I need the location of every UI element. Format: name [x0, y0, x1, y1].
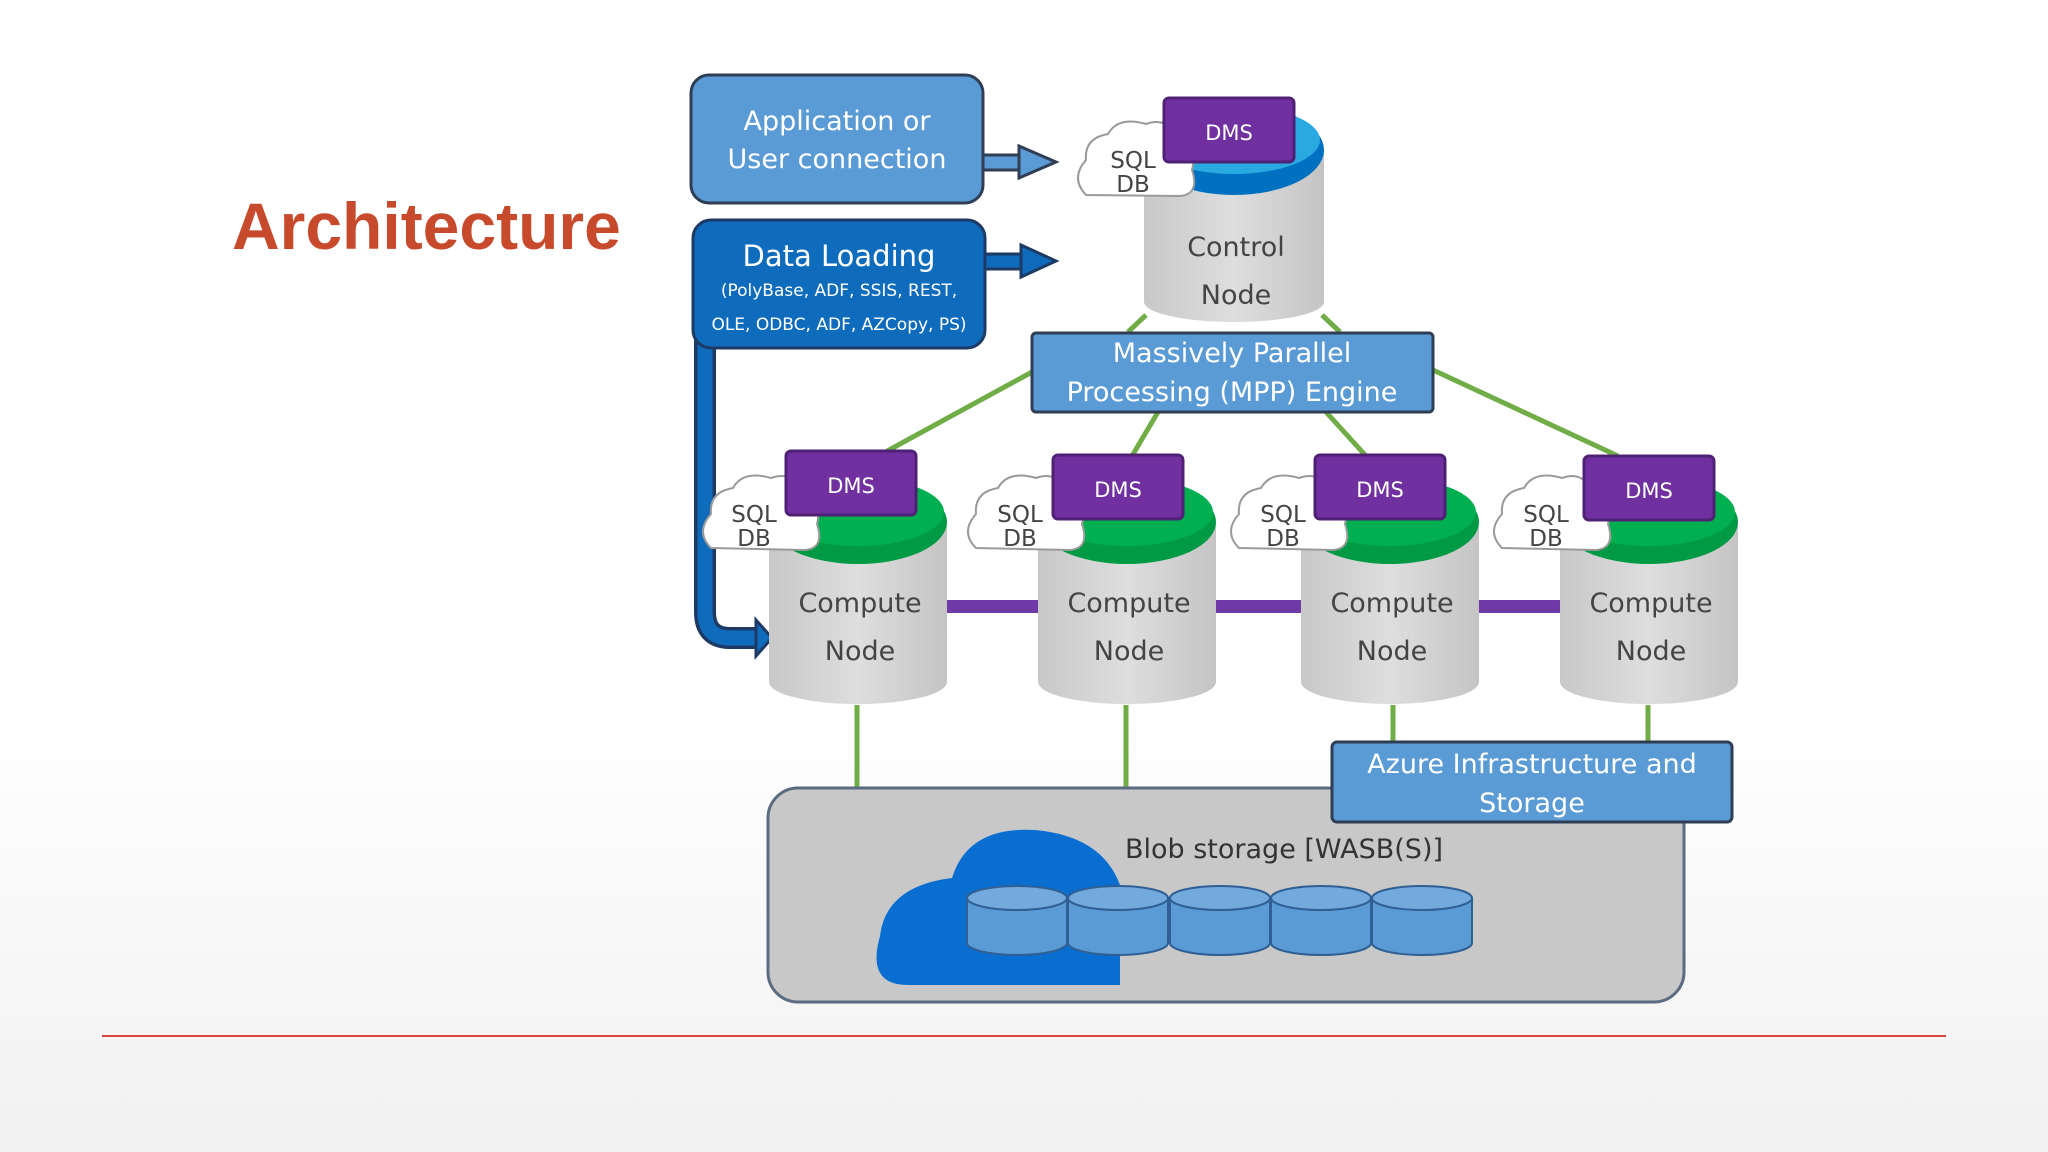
compute-node-3-dms-label: DMS: [1356, 478, 1404, 502]
azure-infra-line1: Azure Infrastructure and: [1367, 749, 1697, 780]
control-to-mpp-left-line: [1126, 313, 1148, 334]
mpp-engine-line2: Processing (MPP) Engine: [1067, 377, 1398, 408]
compute-node-3-line1: Compute: [1330, 588, 1453, 619]
control-sql-label: SQL: [1110, 148, 1156, 174]
footer-divider: [102, 1035, 1946, 1037]
control-dms-label: DMS: [1205, 121, 1253, 145]
compute-node-1-dms-label: DMS: [827, 474, 875, 498]
compute-node-3-db-label: DB: [1266, 526, 1300, 552]
compute-node-3: Compute Node SQL DB DMS: [1230, 453, 1479, 704]
compute-node-4-sql-label: SQL: [1523, 502, 1569, 528]
app-connection-line2: User connection: [728, 144, 947, 175]
compute-node-3-sql-label: SQL: [1260, 502, 1306, 528]
mpp-to-compute-3-line: [1324, 410, 1368, 458]
compute-node-3-line2: Node: [1357, 636, 1427, 667]
compute-node-4-db-label: DB: [1529, 526, 1563, 552]
blob-disk-1: [966, 885, 1068, 956]
compute-node-1-line1: Compute: [798, 588, 921, 619]
blob-disk-5: [1371, 885, 1473, 956]
compute-node-1-dms-badge: DMS: [784, 449, 918, 517]
compute-node-1-line2: Node: [825, 636, 895, 667]
blob-disk-3: [1169, 885, 1271, 956]
app-connection-box: Application or User connection: [689, 73, 985, 205]
mpp-to-compute-2-line: [1129, 410, 1161, 458]
compute-node-2-line1: Compute: [1067, 588, 1190, 619]
data-loading-to-control-arrow: [983, 242, 1060, 280]
slide-title: Architecture: [232, 189, 621, 263]
mpp-to-compute-4-line: [1431, 367, 1620, 459]
compute-node-2-dms-label: DMS: [1094, 478, 1142, 502]
data-loading-title: Data Loading: [743, 239, 936, 273]
control-node: Control Node SQL DB DMS: [1077, 96, 1324, 322]
blob-disk-4: [1270, 885, 1372, 956]
mpp-engine-line1: Massively Parallel: [1113, 338, 1352, 369]
compute-node-4-line1: Compute: [1589, 588, 1712, 619]
data-loading-detail-line2: OLE, ODBC, ADF, AZCopy, PS): [711, 315, 966, 335]
compute-node-4-dms-badge: DMS: [1582, 454, 1716, 522]
compute-node-3-dms-badge: DMS: [1313, 453, 1447, 521]
compute-node-4-line2: Node: [1616, 636, 1686, 667]
blob-disk-2: [1067, 885, 1169, 956]
azure-infra-line2: Storage: [1479, 788, 1585, 819]
control-db-label: DB: [1116, 172, 1150, 198]
compute-node-2-dms-badge: DMS: [1051, 453, 1185, 521]
dms-bus: [946, 600, 1561, 613]
control-node-line1: Control: [1187, 232, 1285, 263]
data-loading-path-arrow: [694, 340, 775, 660]
dms-bus-segment-2: [1215, 600, 1301, 613]
compute-node-4-sql-db-cloud: SQL DB: [1493, 474, 1612, 552]
dms-bus-segment-3: [1479, 600, 1561, 613]
control-dms-badge: DMS: [1162, 96, 1296, 164]
app-connection-line1: Application or: [743, 106, 931, 137]
blob-storage-label: Blob storage [WASB(S)]: [1125, 834, 1443, 865]
control-node-line2: Node: [1201, 280, 1271, 311]
compute-node-1-sql-label: SQL: [731, 502, 777, 528]
control-to-mpp-right-line: [1320, 313, 1342, 334]
data-loading-box: Data Loading (PolyBase, ADF, SSIS, REST,…: [691, 218, 987, 350]
data-loading-detail-line1: (PolyBase, ADF, SSIS, REST,: [721, 281, 957, 301]
mpp-to-compute-1-line: [876, 369, 1034, 459]
compute-node-4-dms-label: DMS: [1625, 479, 1673, 503]
app-to-control-arrow: [981, 143, 1060, 181]
compute-node-1: Compute Node SQL DB DMS: [702, 449, 947, 704]
dms-bus-segment-1: [946, 600, 1038, 613]
compute-node-2: Compute Node SQL DB DMS: [967, 453, 1216, 704]
green-connectors: [854, 313, 1651, 788]
compute-node-4: Compute Node SQL DB DMS: [1493, 454, 1738, 704]
compute-node-2-line2: Node: [1094, 636, 1164, 667]
mpp-engine-box: Massively Parallel Processing (MPP) Engi…: [1030, 331, 1435, 414]
compute-node-2-sql-label: SQL: [997, 502, 1043, 528]
compute-node-1-db-label: DB: [737, 526, 771, 552]
compute-node-2-db-label: DB: [1003, 526, 1037, 552]
azure-infra-box: Azure Infrastructure and Storage: [1330, 740, 1734, 824]
blob-storage-container: Blob storage [WASB(S)]: [766, 786, 1686, 1004]
